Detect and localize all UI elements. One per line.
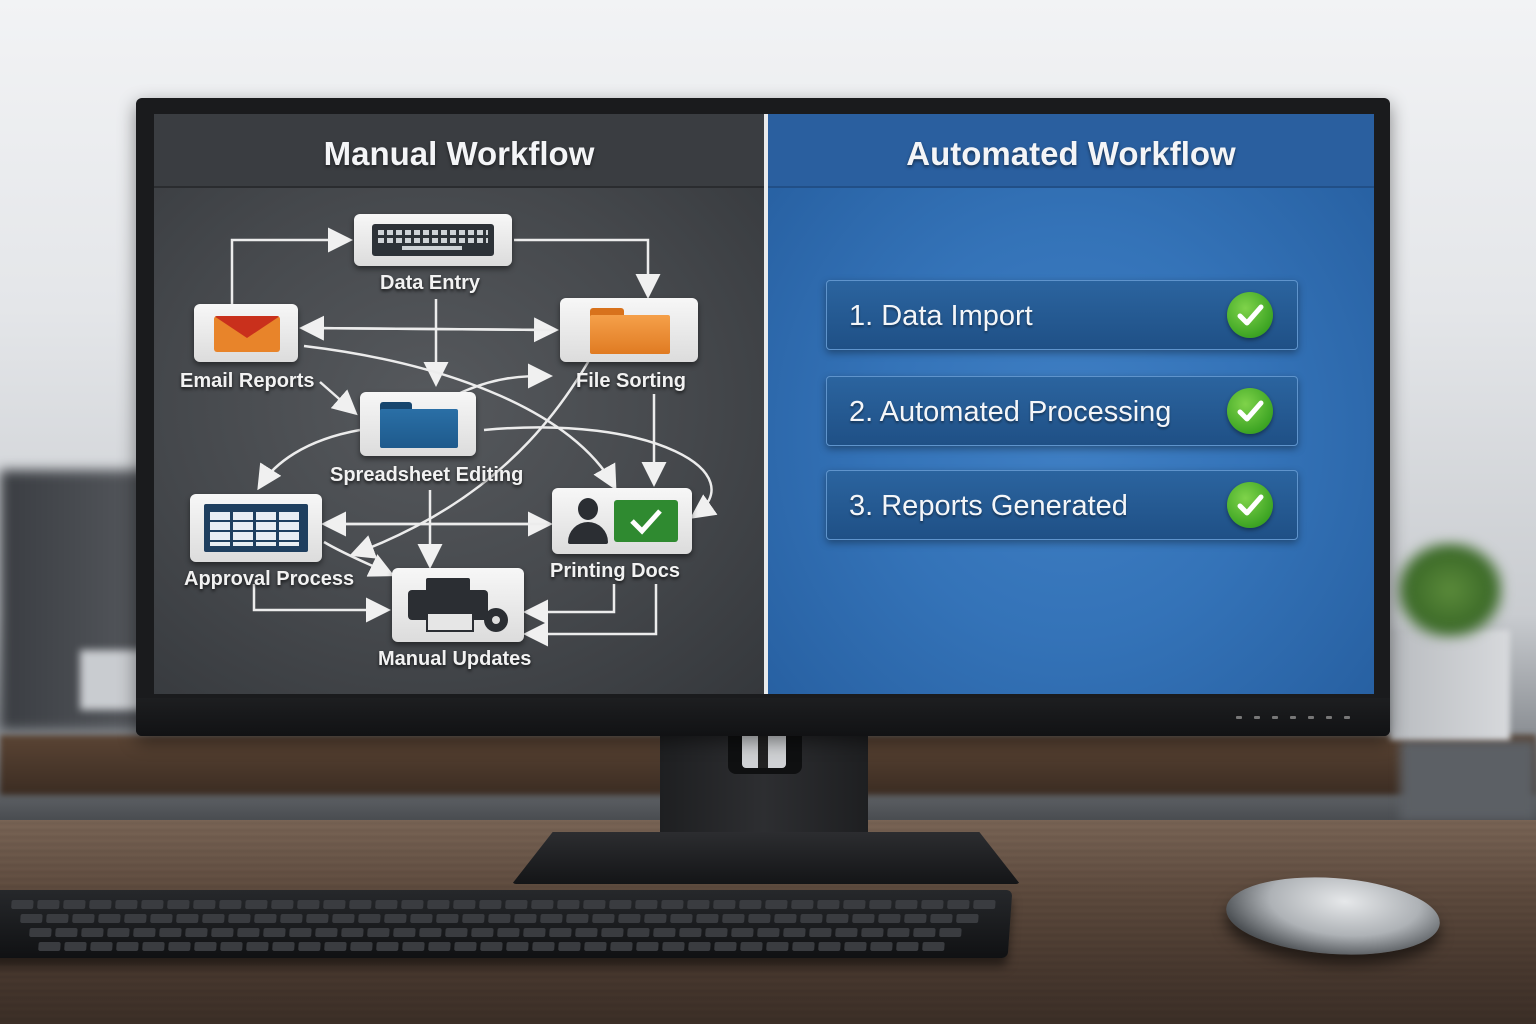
spreadsheet-icon: [204, 504, 308, 552]
monitor-button[interactable]: [1308, 716, 1314, 719]
check-circle-icon: [1227, 388, 1273, 434]
manual-workflow-header: Manual Workflow: [154, 114, 764, 188]
gear-icon: [484, 608, 508, 632]
manual-updates-label: Manual Updates: [378, 648, 532, 670]
panel-divider: [764, 114, 768, 694]
monitor-button[interactable]: [1272, 716, 1278, 719]
monitor-screen: Manual Workflow: [154, 114, 1374, 694]
email-reports-node[interactable]: [194, 304, 298, 362]
manual-workflow-title: Manual Workflow: [323, 135, 595, 172]
check-circle-icon: [1227, 292, 1273, 338]
envelope-icon: [214, 316, 280, 352]
monitor-button[interactable]: [1344, 716, 1350, 719]
automated-workflow-title: Automated Workflow: [906, 135, 1236, 172]
file-sorting-label: File Sorting: [576, 370, 686, 392]
workflow-arrows: [230, 227, 718, 647]
data-entry-label: Data Entry: [380, 272, 481, 294]
step-data-import[interactable]: 1. Data Import: [826, 280, 1298, 350]
approval-process-node[interactable]: [190, 494, 322, 562]
printing-docs-node[interactable]: [552, 488, 692, 554]
printing-docs-label: Printing Docs: [550, 560, 681, 582]
printer-icon: [408, 578, 492, 632]
spreadsheet-editing-node[interactable]: [360, 392, 476, 456]
monitor-button[interactable]: [1290, 716, 1296, 719]
automated-workflow-header: Automated Workflow: [768, 114, 1374, 188]
background-shelf: [1400, 740, 1536, 820]
step-label: 1. Data Import: [849, 300, 1033, 332]
plant-pot: [1390, 630, 1510, 740]
person-icon: [566, 498, 610, 544]
step-label: 2. Automated Processing: [849, 396, 1172, 428]
step-label: 3. Reports Generated: [849, 490, 1128, 522]
blue-folder-icon: [380, 402, 458, 448]
keyboard[interactable]: [0, 890, 1013, 958]
approval-process-label: Approval Process: [184, 568, 355, 590]
monitor-stand-base: [512, 832, 1020, 884]
monitor-buttons[interactable]: [1236, 716, 1366, 724]
monitor-chin: [136, 698, 1390, 736]
manual-updates-node[interactable]: [392, 568, 524, 642]
monitor-button[interactable]: [1326, 716, 1332, 719]
monitor-button[interactable]: [1254, 716, 1260, 719]
data-entry-node[interactable]: [354, 214, 512, 266]
monitor-stand-slot: [728, 736, 802, 774]
monitor-button[interactable]: [1236, 716, 1242, 719]
automated-workflow-panel: Automated Workflow 1. Data Import 2. Aut…: [768, 114, 1374, 694]
plant: [1395, 540, 1505, 640]
file-sorting-node[interactable]: [560, 298, 698, 362]
spreadsheet-editing-label: Spreadsheet Editing: [330, 464, 524, 486]
checkmark-icon: [614, 500, 678, 542]
keyboard-icon: [372, 224, 494, 256]
folder-icon: [590, 308, 670, 354]
email-reports-label: Email Reports: [180, 370, 315, 392]
step-automated-processing[interactable]: 2. Automated Processing: [826, 376, 1298, 446]
check-circle-icon: [1227, 482, 1273, 528]
manual-workflow-panel: Manual Workflow: [154, 114, 764, 694]
step-reports-generated[interactable]: 3. Reports Generated: [826, 470, 1298, 540]
